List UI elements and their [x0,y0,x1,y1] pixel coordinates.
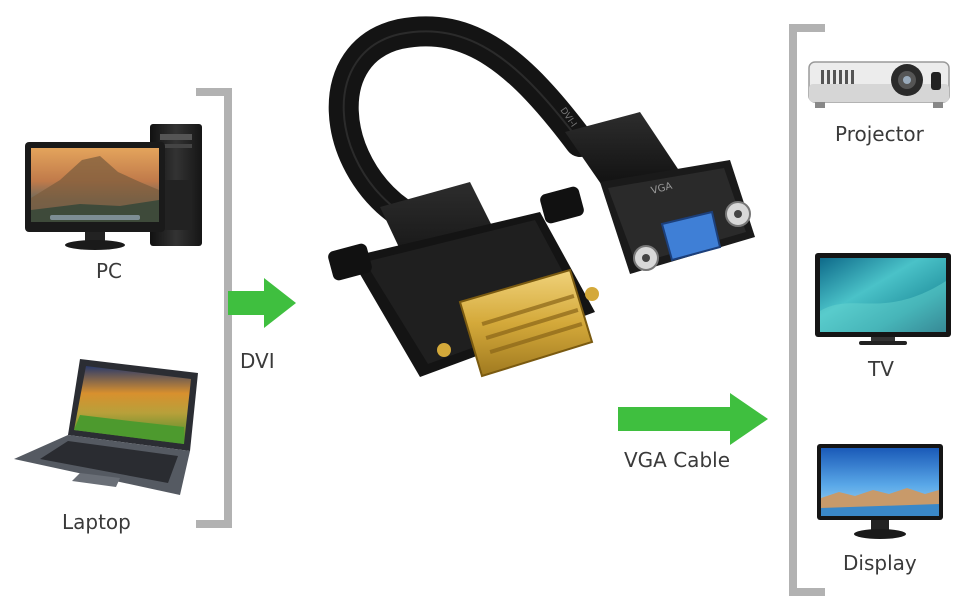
left-bracket-top [196,88,232,96]
laptop-label: Laptop [62,510,131,534]
dvi-label: DVI [240,349,275,373]
laptop-icon [14,359,198,495]
display-label: Display [843,551,917,575]
projector-icon [808,61,950,108]
right-bracket-top [789,24,825,32]
pc-icon [25,124,202,250]
display-icon [817,444,943,539]
right-bracket-bar [789,24,797,596]
projector-label: Projector [835,122,924,146]
tv-label: TV [868,357,894,381]
dvi-to-vga-cable: DVI-I VGA [328,16,755,378]
vga-tag: VGA [650,181,674,197]
tv-icon [815,253,951,345]
pc-device [20,120,210,255]
vga-arrow-icon [618,393,768,445]
dvi-arrow-icon [228,278,296,328]
laptop-device [10,355,205,505]
left-bracket-bottom [196,520,232,528]
pc-label: PC [96,259,123,283]
right-bracket-bottom [789,588,825,596]
vga-cable-label: VGA Cable [624,448,730,472]
